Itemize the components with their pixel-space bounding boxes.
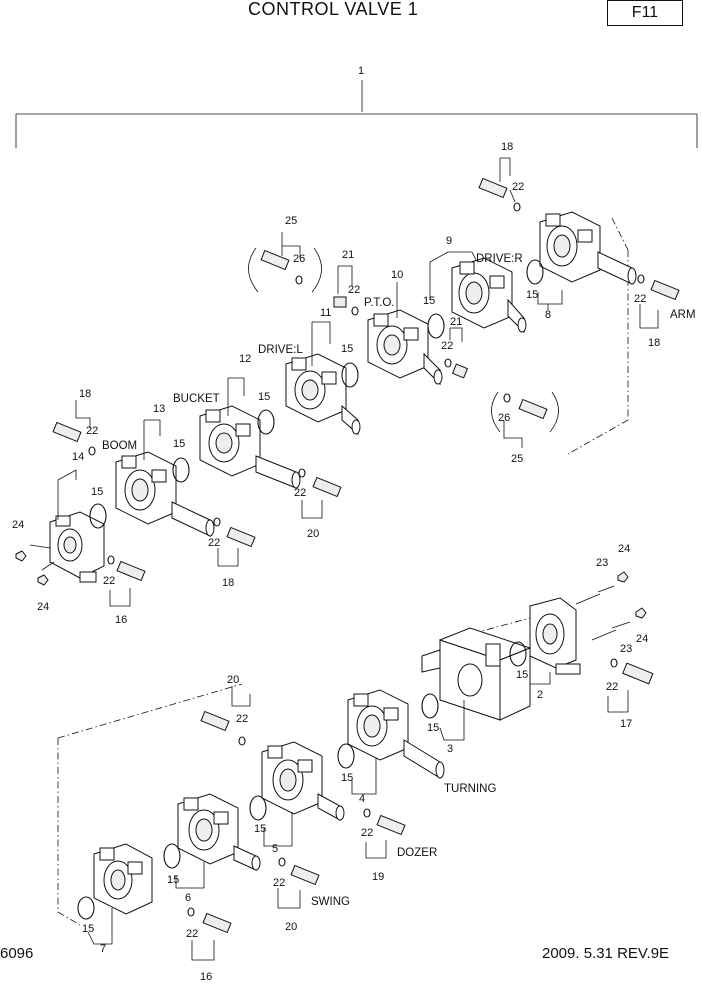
callout-7: 7 bbox=[100, 943, 106, 955]
callout-1: 1 bbox=[358, 65, 364, 77]
part-number-callouts: 1 18 22 25 26 21 22 9 10 11 15 15 15 21 … bbox=[12, 65, 660, 983]
label-dozer: DOZER bbox=[397, 847, 437, 859]
callout-3: 3 bbox=[447, 743, 453, 755]
relief-valves-lower bbox=[200, 662, 654, 934]
callout-22: 22 bbox=[348, 284, 360, 296]
valve-section-5 bbox=[261, 741, 345, 821]
callout-4: 4 bbox=[359, 793, 365, 805]
callout-16: 16 bbox=[200, 971, 212, 983]
callout-15: 15 bbox=[91, 486, 103, 498]
callout-21: 21 bbox=[342, 249, 354, 261]
callout-15: 15 bbox=[423, 295, 435, 307]
callout-22: 22 bbox=[208, 537, 220, 549]
drive-l-valve-section bbox=[285, 353, 361, 436]
callout-24: 24 bbox=[636, 633, 648, 645]
callout-22: 22 bbox=[294, 487, 306, 499]
inlet-end-cover bbox=[29, 511, 105, 583]
label-bucket: BUCKET bbox=[173, 393, 220, 405]
callout-24: 24 bbox=[37, 601, 49, 613]
drawing-number: 6096 bbox=[0, 945, 34, 962]
valve-section-4 bbox=[347, 689, 445, 779]
turning-valve-body-3 bbox=[421, 627, 532, 721]
callout-17: 17 bbox=[620, 718, 632, 730]
callout-24: 24 bbox=[12, 519, 24, 531]
callout-15: 15 bbox=[516, 669, 528, 681]
label-swing: SWING bbox=[311, 896, 350, 908]
callout-23: 23 bbox=[620, 643, 632, 655]
callout-23: 23 bbox=[596, 557, 608, 569]
callout-22: 22 bbox=[273, 877, 285, 889]
callout-19: 19 bbox=[372, 871, 384, 883]
leader-lines bbox=[57, 157, 659, 961]
callout-15: 15 bbox=[526, 289, 538, 301]
callout-15: 15 bbox=[82, 923, 94, 935]
callout-15: 15 bbox=[167, 874, 179, 886]
callout-22: 22 bbox=[441, 340, 453, 352]
label-drive-r: DRIVE:R bbox=[476, 253, 523, 265]
callout-11: 11 bbox=[320, 307, 331, 319]
callout-15: 15 bbox=[427, 722, 439, 734]
callout-22: 22 bbox=[86, 425, 98, 437]
callout-22: 22 bbox=[634, 293, 646, 305]
drive-r-valve-section bbox=[451, 257, 527, 334]
callout-15: 15 bbox=[341, 343, 353, 355]
callout-14: 14 bbox=[72, 451, 84, 463]
label-pto: P.T.O. bbox=[364, 297, 394, 309]
outlet-section-2 bbox=[529, 597, 581, 675]
callout-18: 18 bbox=[501, 141, 513, 153]
callout-15: 15 bbox=[173, 438, 185, 450]
callout-6: 6 bbox=[185, 892, 191, 904]
callout-22: 22 bbox=[236, 713, 248, 725]
revision-date: 2009. 5.31 REV.9E bbox=[542, 945, 670, 962]
arm-valve-section bbox=[539, 211, 637, 285]
callout-2: 2 bbox=[537, 689, 543, 701]
relief-valves-upper bbox=[15, 177, 680, 586]
callout-26: 26 bbox=[498, 412, 510, 424]
callout-8: 8 bbox=[545, 309, 551, 321]
callout-20: 20 bbox=[227, 674, 239, 686]
callout-26: 26 bbox=[293, 253, 305, 265]
page-title: CONTROL VALVE 1 bbox=[248, 0, 419, 19]
callout-22: 22 bbox=[606, 681, 618, 693]
callout-18: 18 bbox=[648, 337, 660, 349]
callout-13: 13 bbox=[153, 403, 165, 415]
assembly-bracket bbox=[15, 80, 698, 148]
callout-22: 22 bbox=[512, 181, 524, 193]
boom-valve-section bbox=[115, 451, 215, 537]
studs-and-nuts-lower bbox=[575, 571, 647, 641]
callout-22: 22 bbox=[103, 575, 115, 587]
callout-18: 18 bbox=[79, 388, 91, 400]
end-section-7 bbox=[93, 843, 153, 915]
label-boom: BOOM bbox=[102, 440, 137, 452]
callout-9: 9 bbox=[446, 235, 452, 247]
o-rings-upper bbox=[88, 202, 645, 565]
callout-24: 24 bbox=[618, 543, 630, 555]
callout-5: 5 bbox=[272, 843, 278, 855]
callout-20: 20 bbox=[285, 921, 297, 933]
label-turning: TURNING bbox=[444, 783, 496, 795]
page-code-box: F11 bbox=[607, 0, 683, 26]
callout-20: 20 bbox=[307, 528, 319, 540]
label-drive-l: DRIVE:L bbox=[258, 344, 303, 356]
callout-16: 16 bbox=[115, 614, 127, 626]
o-rings-lower bbox=[77, 641, 618, 920]
callout-18: 18 bbox=[222, 577, 234, 589]
callout-15: 15 bbox=[258, 391, 270, 403]
valve-section-6 bbox=[177, 793, 261, 871]
bucket-valve-section bbox=[199, 405, 301, 489]
callout-22: 22 bbox=[361, 827, 373, 839]
callout-25: 25 bbox=[285, 215, 297, 227]
callout-12: 12 bbox=[239, 353, 251, 365]
pto-valve-section bbox=[367, 309, 443, 386]
callout-22: 22 bbox=[186, 928, 198, 940]
callout-10: 10 bbox=[391, 269, 403, 281]
callout-21: 21 bbox=[450, 316, 462, 328]
label-arm: ARM bbox=[670, 309, 696, 321]
callout-25: 25 bbox=[511, 453, 523, 465]
callout-15: 15 bbox=[341, 772, 353, 784]
callout-15: 15 bbox=[254, 823, 266, 835]
